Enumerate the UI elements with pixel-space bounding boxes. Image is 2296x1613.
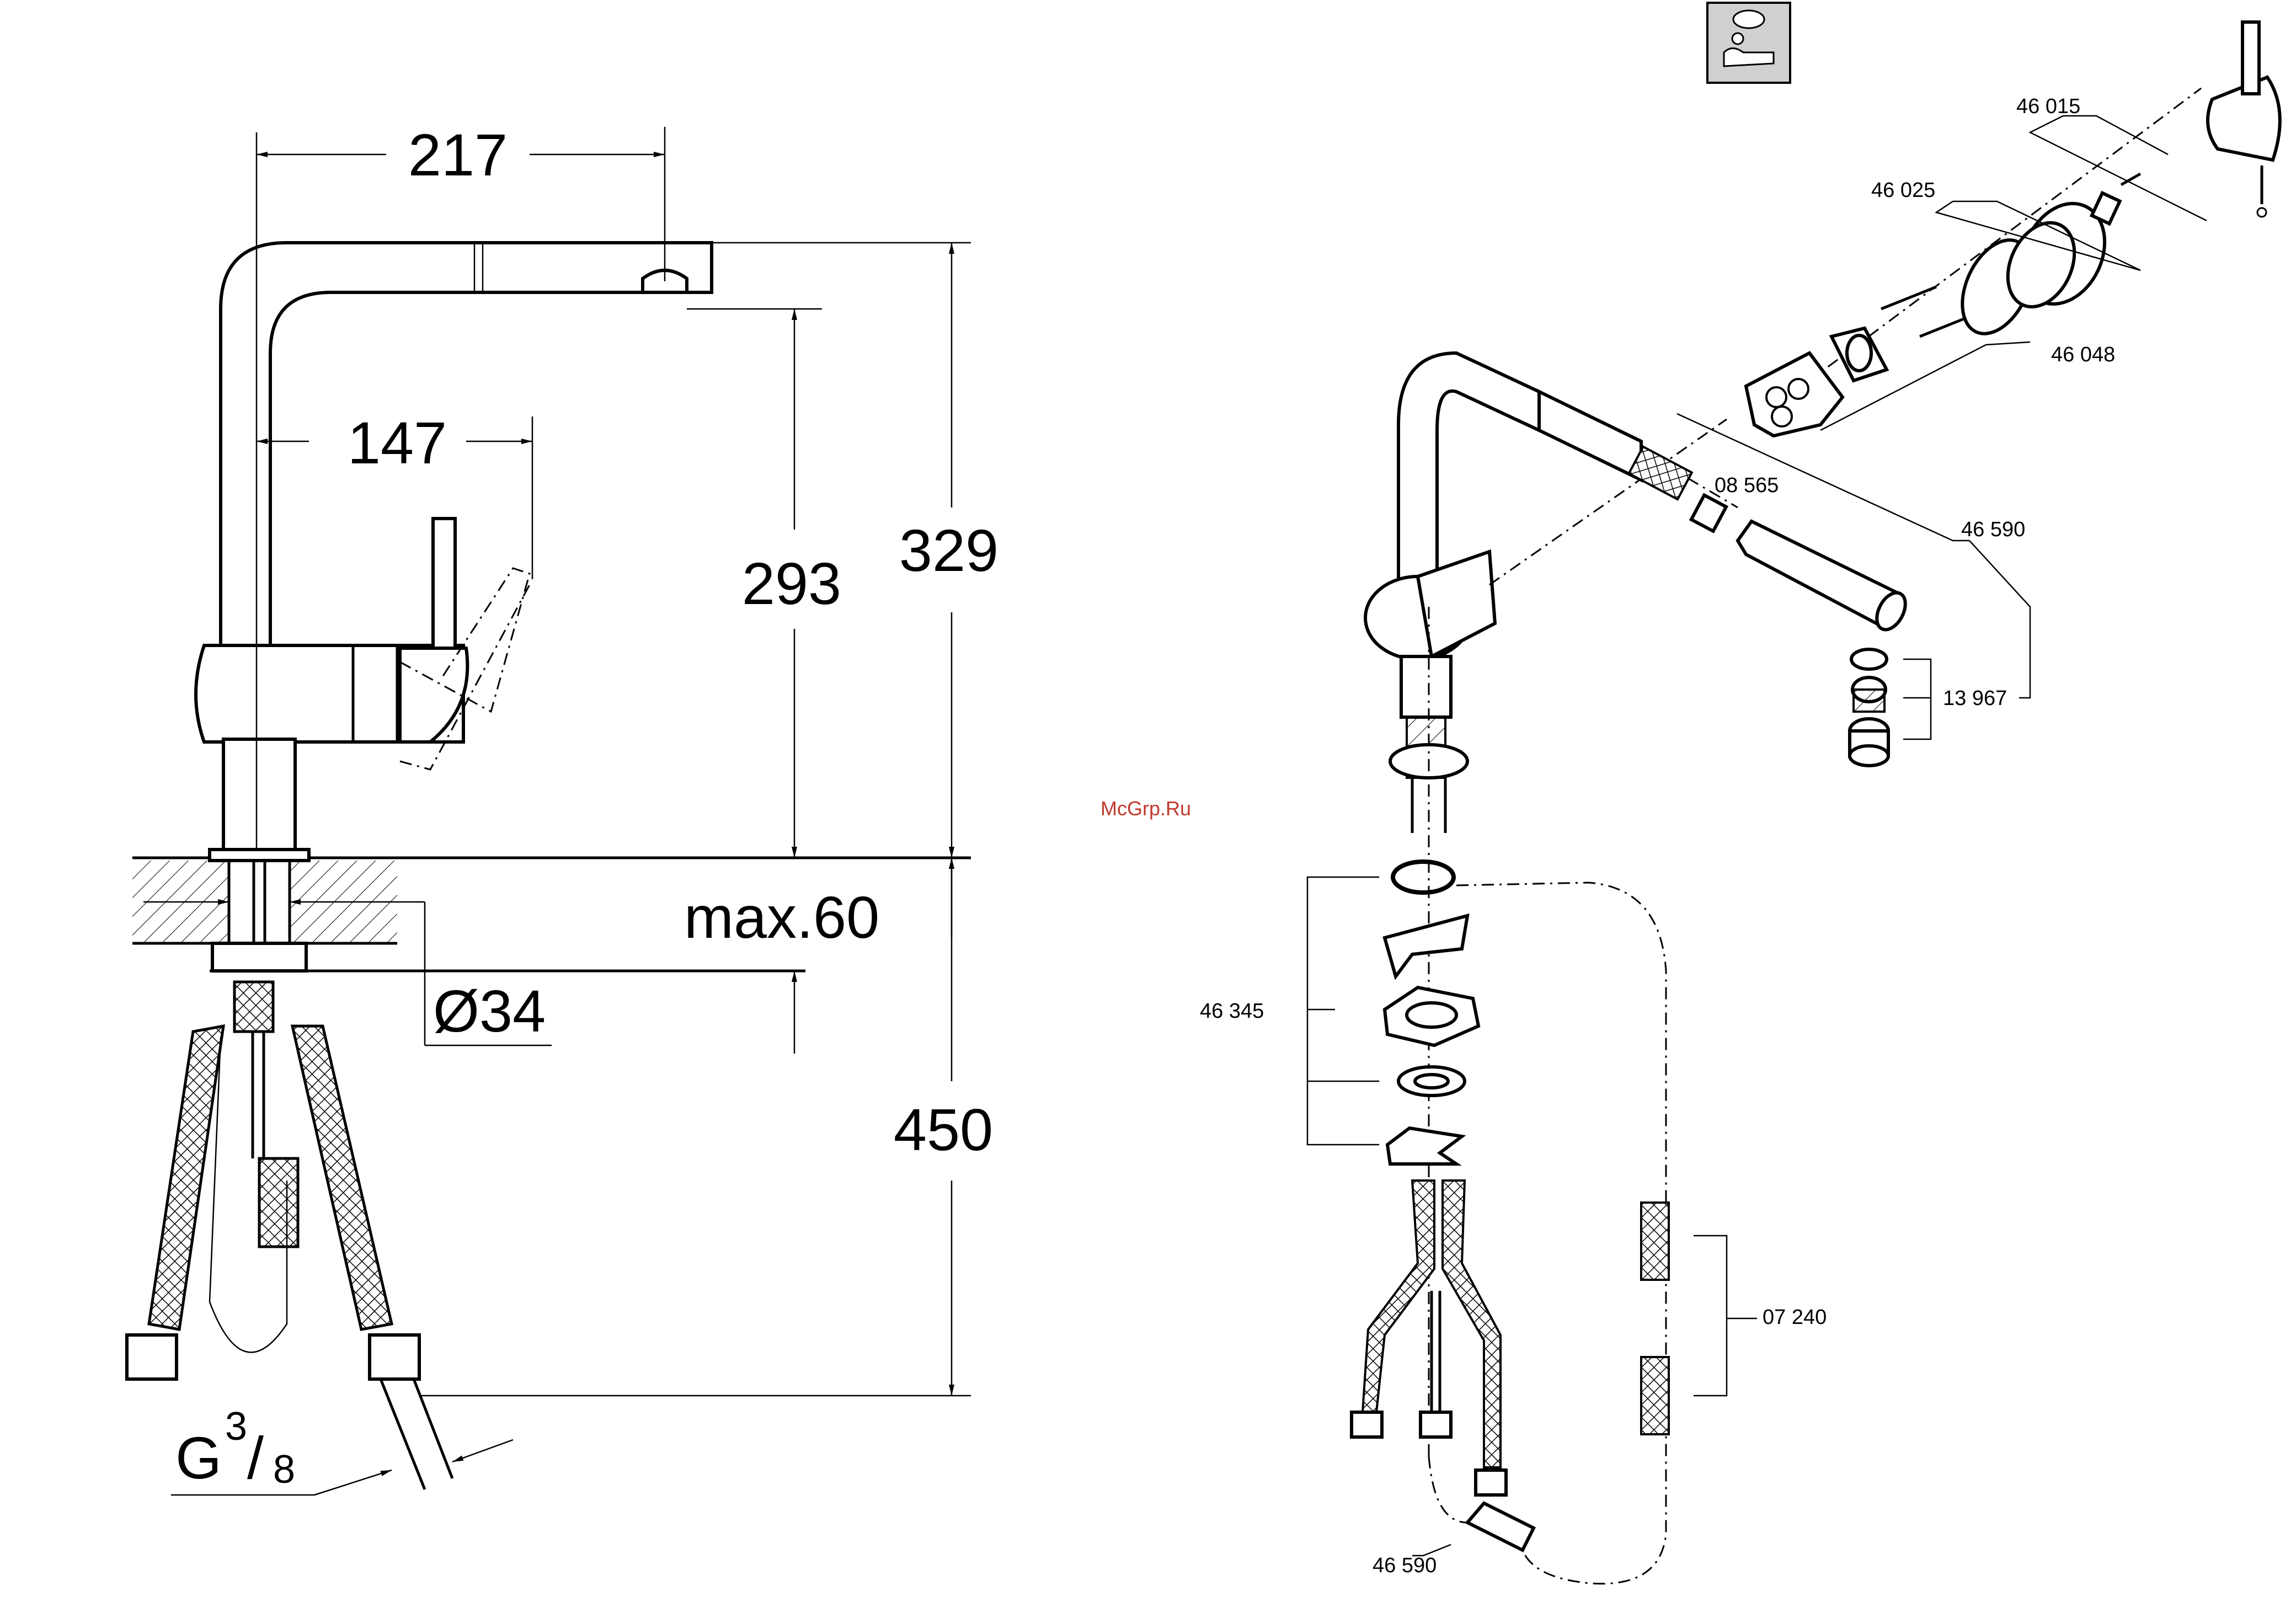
dim-293: 293 — [742, 550, 841, 617]
dim-217: 217 — [408, 121, 508, 188]
lever-mixer-icon — [1707, 3, 1790, 83]
dim-329: 329 — [899, 517, 999, 584]
part-13967: 13 967 — [1943, 687, 2007, 710]
part-46025: 46 025 — [1871, 179, 1935, 202]
part-07240: 07 240 — [1763, 1306, 1827, 1329]
hose-right — [292, 1026, 392, 1329]
spray-head — [1738, 521, 1898, 629]
faucet-spout — [221, 243, 712, 654]
part-46015: 46 015 — [2016, 95, 2080, 118]
lever-handle — [433, 519, 455, 651]
thread-num: 3 — [225, 1404, 247, 1449]
exploded-faucet-body — [1398, 353, 1539, 587]
part-46048: 46 048 — [2051, 343, 2115, 366]
spring-top — [1641, 1203, 1669, 1280]
dim-450: 450 — [894, 1096, 993, 1163]
oring-46345 — [1393, 862, 1454, 893]
dim-147: 147 — [348, 409, 447, 476]
thread-g: G — [175, 1424, 222, 1491]
part-46345: 46 345 — [1200, 1000, 1264, 1023]
watermark: McGrp.Ru — [1101, 797, 1191, 820]
thread-den: 8 — [273, 1448, 295, 1492]
part-46590-bottom: 46 590 — [1373, 1554, 1437, 1577]
spring-bottom — [1641, 1357, 1669, 1434]
hose-left — [149, 1026, 223, 1329]
exploded-view — [1307, 3, 2280, 1584]
hose-nut-left — [127, 1335, 177, 1379]
spray-hose-weight — [259, 1158, 298, 1247]
dim-max60: max.60 — [684, 884, 879, 950]
thread-slash: / — [247, 1424, 264, 1491]
faucet-column — [223, 739, 295, 850]
part-08565: 08 565 — [1715, 474, 1779, 497]
hose-connector-46590 — [1467, 1503, 1534, 1550]
hose-nut-right — [370, 1335, 419, 1379]
dimension-drawing: 217 147 293 329 max.60 Ø34 450 — [127, 121, 999, 1495]
lower-hose-left — [1363, 1181, 1434, 1412]
connector-08565 — [1691, 495, 1726, 531]
part-46590-top: 46 590 — [1961, 518, 2025, 541]
dim-dia34: Ø34 — [433, 978, 546, 1044]
